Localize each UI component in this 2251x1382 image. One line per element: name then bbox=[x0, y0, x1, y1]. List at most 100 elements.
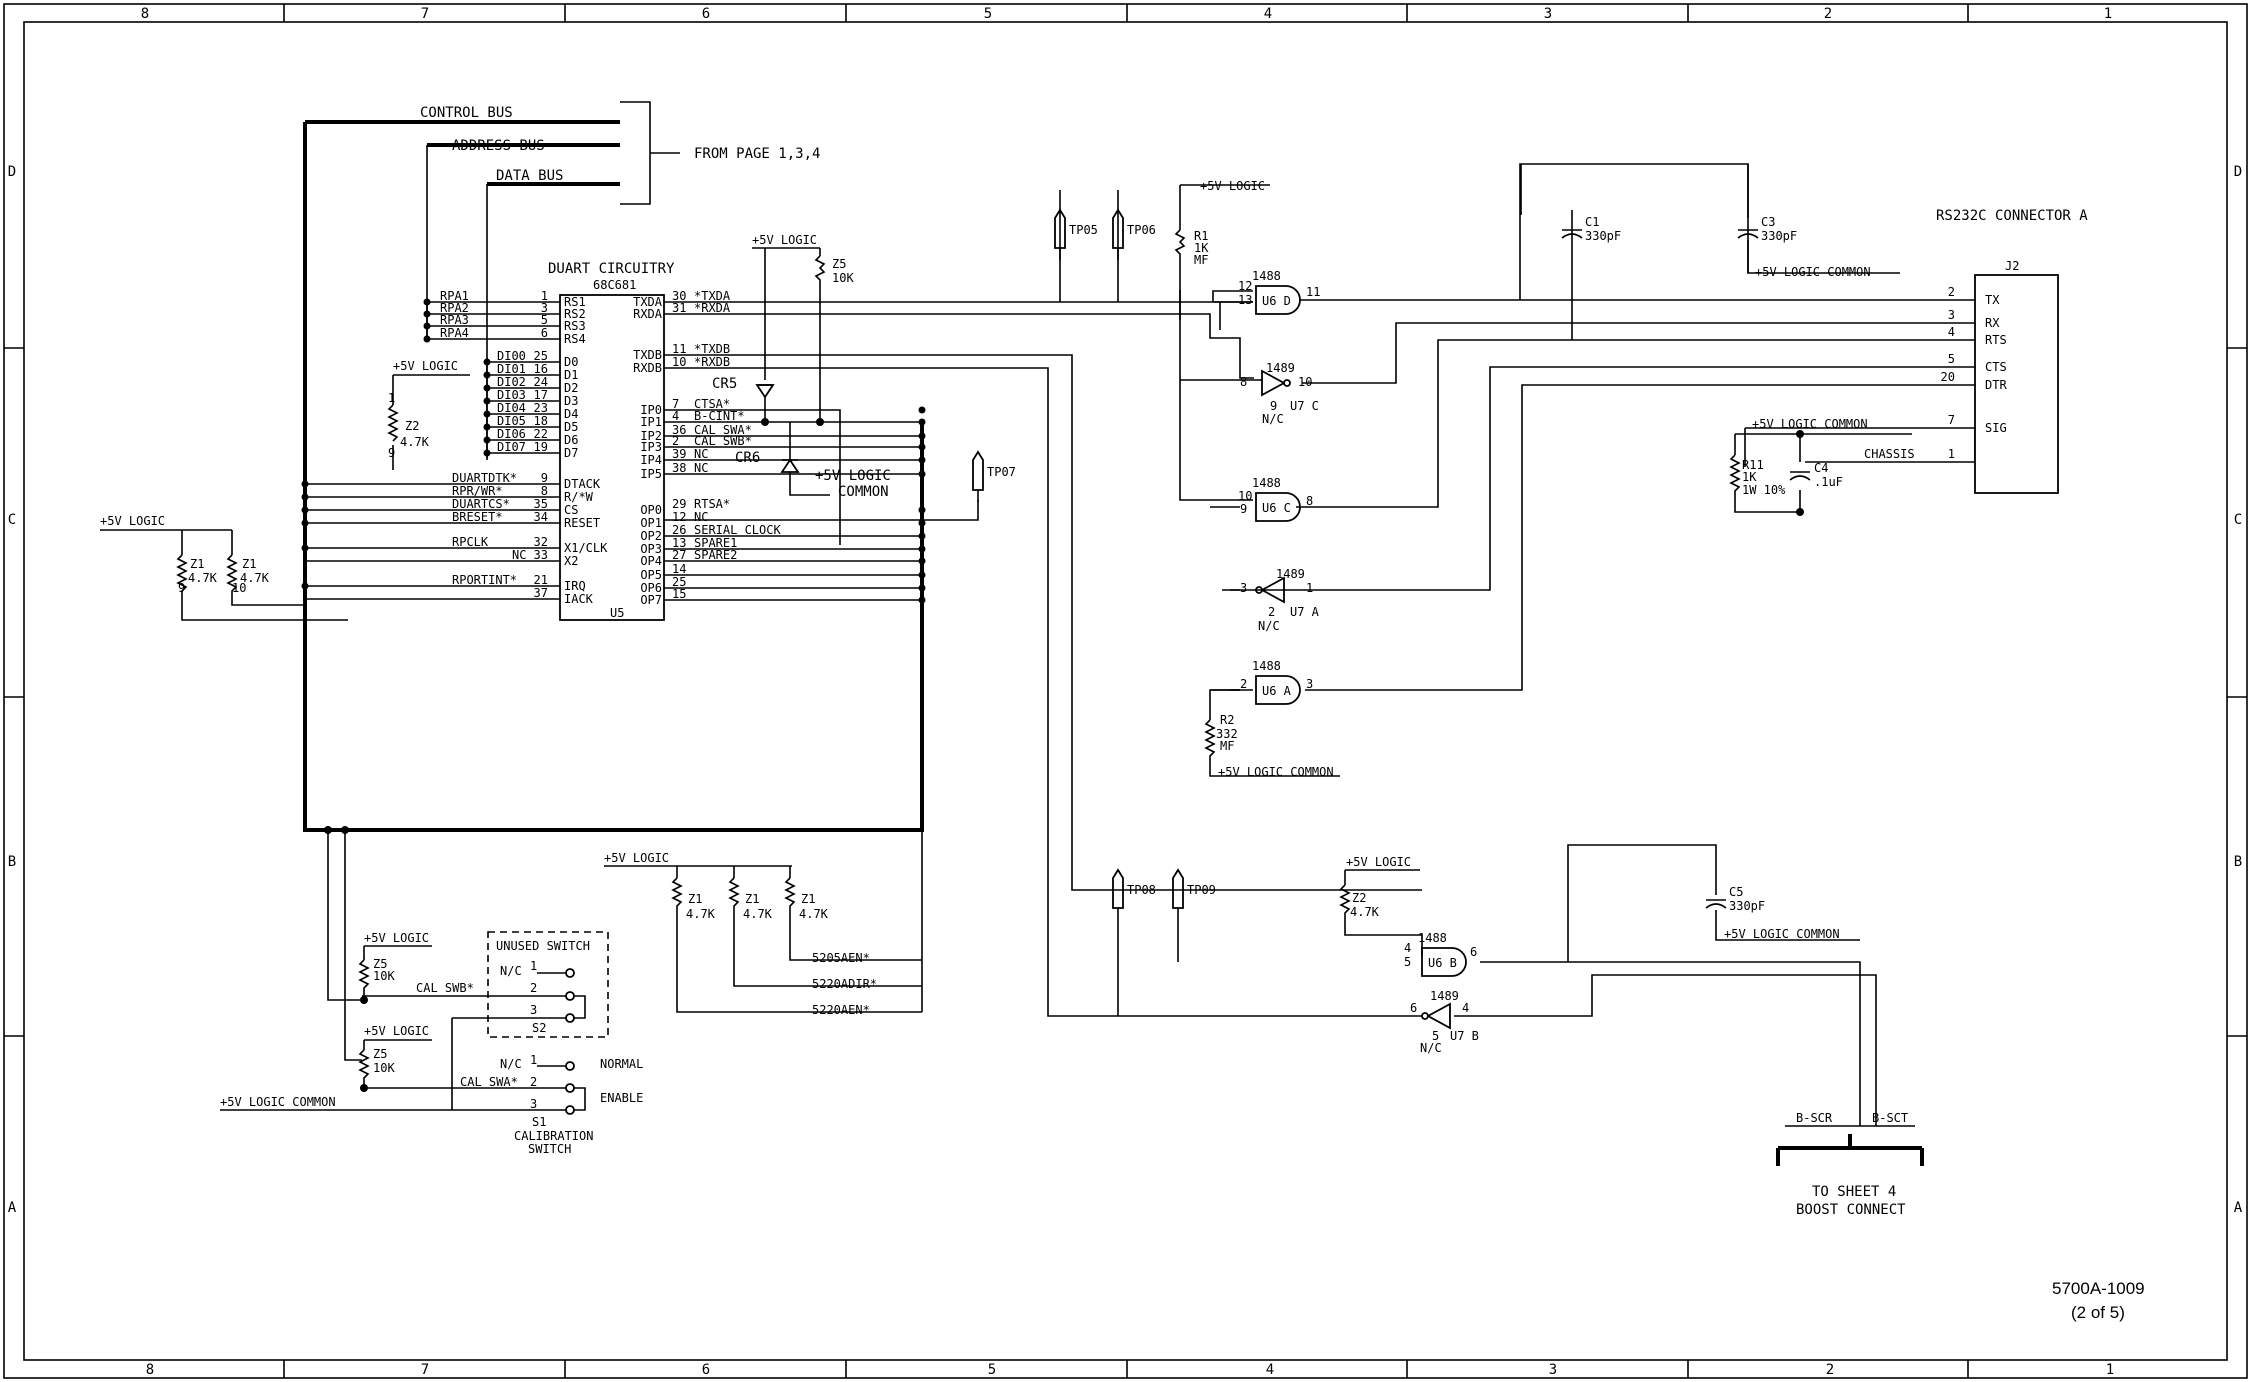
sheet-number: (2 of 5) bbox=[2071, 1303, 2125, 1322]
switch-area: +5V LOGIC Z5 10K +5V LOGIC Z5 10K UNUSED… bbox=[220, 826, 643, 1156]
gate-pin: 3 bbox=[1306, 677, 1313, 691]
svg-text:C4: C4 bbox=[1814, 461, 1828, 475]
diodes-area: +5V LOGIC Z5 10K CR5 CR6 +5V LOGIC COMMO… bbox=[712, 233, 891, 500]
v5-logic-label: +5V LOGIC bbox=[604, 851, 669, 865]
duart-pin-name: OP2 bbox=[640, 529, 662, 543]
col-label-bottom: 4 bbox=[1266, 1362, 1274, 1378]
nc-label: N/C bbox=[1258, 619, 1280, 633]
gate-pin: 5 bbox=[1404, 955, 1411, 969]
junction bbox=[301, 506, 309, 514]
svg-text:Z1: Z1 bbox=[745, 892, 759, 906]
svg-text:10K: 10K bbox=[373, 1061, 395, 1075]
gate-ref: U7 B bbox=[1450, 1029, 1479, 1043]
duart-pin-number: 1 bbox=[541, 289, 548, 303]
test-point-label: TP05 bbox=[1069, 223, 1098, 237]
duart-pin-name: D5 bbox=[564, 420, 578, 434]
gate-pin: 12 bbox=[1238, 279, 1252, 293]
j2-pin-number: 20 bbox=[1941, 370, 1955, 384]
svg-text:S2: S2 bbox=[532, 1021, 546, 1035]
duart-pin-number: 32 bbox=[534, 535, 548, 549]
svg-text:CALIBRATION: CALIBRATION bbox=[514, 1129, 593, 1143]
row-label-left: D bbox=[8, 164, 16, 180]
test-point: TP05 bbox=[1054, 208, 1098, 260]
duart-pin-number: 12 bbox=[672, 510, 686, 524]
duart-signal-name: NC bbox=[694, 510, 708, 524]
duart-signal-name: RPR/WR* bbox=[452, 484, 503, 498]
j2-pin-name: TX bbox=[1985, 293, 2000, 307]
junction bbox=[301, 544, 309, 552]
duart-pin-name: IP3 bbox=[640, 440, 662, 454]
col-label-top: 8 bbox=[141, 6, 149, 22]
duart-signal-name: DUARTDTK* bbox=[452, 471, 517, 485]
svg-text:1: 1 bbox=[388, 391, 395, 405]
test-point: TP09 bbox=[1172, 868, 1216, 920]
svg-text:SWITCH: SWITCH bbox=[528, 1142, 571, 1156]
svg-text:9: 9 bbox=[388, 446, 395, 460]
test-point: TP07 bbox=[972, 450, 1016, 502]
sig-network: +5V LOGIC COMMON R11 1K 1W 10% C4 .1uF C… bbox=[1729, 417, 1915, 516]
col-label-top: 7 bbox=[421, 6, 429, 22]
col-label-bottom: 1 bbox=[2106, 1362, 2114, 1378]
duart-pin-name: OP1 bbox=[640, 516, 662, 530]
bus-taps bbox=[426, 304, 488, 458]
gate-pin: 2 bbox=[1268, 605, 1275, 619]
gate-pin: 8 bbox=[1240, 375, 1247, 389]
junction bbox=[301, 480, 309, 488]
col-label-top: 4 bbox=[1264, 6, 1272, 22]
gate-pin: 10 bbox=[1298, 375, 1312, 389]
svg-text:4.7K: 4.7K bbox=[743, 907, 773, 921]
unused-switch-box bbox=[487, 931, 609, 1038]
connector-ref: J2 bbox=[2005, 259, 2019, 273]
svg-text:1K: 1K bbox=[1194, 241, 1209, 255]
duart-pin-name: IRQ bbox=[564, 579, 586, 593]
svg-text:Z1: Z1 bbox=[190, 557, 204, 571]
duart-pin-number: 13 bbox=[672, 536, 686, 550]
duart-pin-number: 34 bbox=[534, 510, 548, 524]
duart-signal-name: *TXDB bbox=[694, 342, 730, 356]
gate-pin: 13 bbox=[1238, 293, 1252, 307]
address-bus-label: ADDRESS BUS bbox=[452, 138, 545, 154]
svg-text:CAL SWB*: CAL SWB* bbox=[416, 981, 474, 995]
duart-right-wires bbox=[664, 184, 1422, 1017]
junction bbox=[301, 493, 309, 501]
svg-text:N/C: N/C bbox=[500, 964, 522, 978]
gate-pin: 9 bbox=[1240, 502, 1247, 516]
svg-text:2: 2 bbox=[530, 981, 537, 995]
duart-signal-name: DI03 bbox=[497, 388, 526, 402]
duart-pin-number: 16 bbox=[534, 362, 548, 376]
svg-text:Z1: Z1 bbox=[242, 557, 256, 571]
b-scr-label: B-SCR bbox=[1796, 1111, 1833, 1125]
duart-pin-number: 18 bbox=[534, 414, 548, 428]
duart-pin-name: TXDB bbox=[633, 348, 662, 362]
gate-pin: 10 bbox=[1238, 489, 1252, 503]
duart-pin-number: 36 bbox=[672, 423, 686, 437]
gate-pin: 4 bbox=[1462, 1001, 1469, 1015]
duart-signal-name: SPARE1 bbox=[694, 536, 737, 550]
v5-logic-common-label: +5V LOGIC COMMON bbox=[1218, 765, 1334, 779]
duart-signal-name: RPA2 bbox=[440, 301, 469, 315]
duart-title: DUART CIRCUITRY bbox=[548, 261, 675, 277]
duart-pin-number: 30 bbox=[672, 289, 686, 303]
duart-pin-name: RS4 bbox=[564, 332, 586, 346]
svg-text:UNUSED SWITCH: UNUSED SWITCH bbox=[496, 939, 590, 953]
svg-text:R1: R1 bbox=[1194, 229, 1208, 243]
svg-text:4.7K: 4.7K bbox=[686, 907, 716, 921]
duart-signal-name: RPA1 bbox=[440, 289, 469, 303]
gate-part: 1488 bbox=[1418, 931, 1447, 945]
svg-text:5220AEN*: 5220AEN* bbox=[812, 1003, 870, 1017]
test-point-label: TP06 bbox=[1127, 223, 1156, 237]
drawing-number: 5700A-1009 bbox=[2052, 1279, 2145, 1298]
gate-ref: U6 D bbox=[1262, 294, 1291, 308]
col-label-bottom: 7 bbox=[421, 1362, 429, 1378]
duart-pin-number: 38 bbox=[672, 461, 686, 475]
svg-text:5205AEN*: 5205AEN* bbox=[812, 951, 870, 965]
drawing-border: 8 7 6 5 4 3 2 1 8 7 6 5 4 3 2 1 D C B A … bbox=[3, 3, 2248, 1379]
duart-pin-name: X1/CLK bbox=[564, 541, 608, 555]
duart-pin-number: 19 bbox=[534, 440, 548, 454]
